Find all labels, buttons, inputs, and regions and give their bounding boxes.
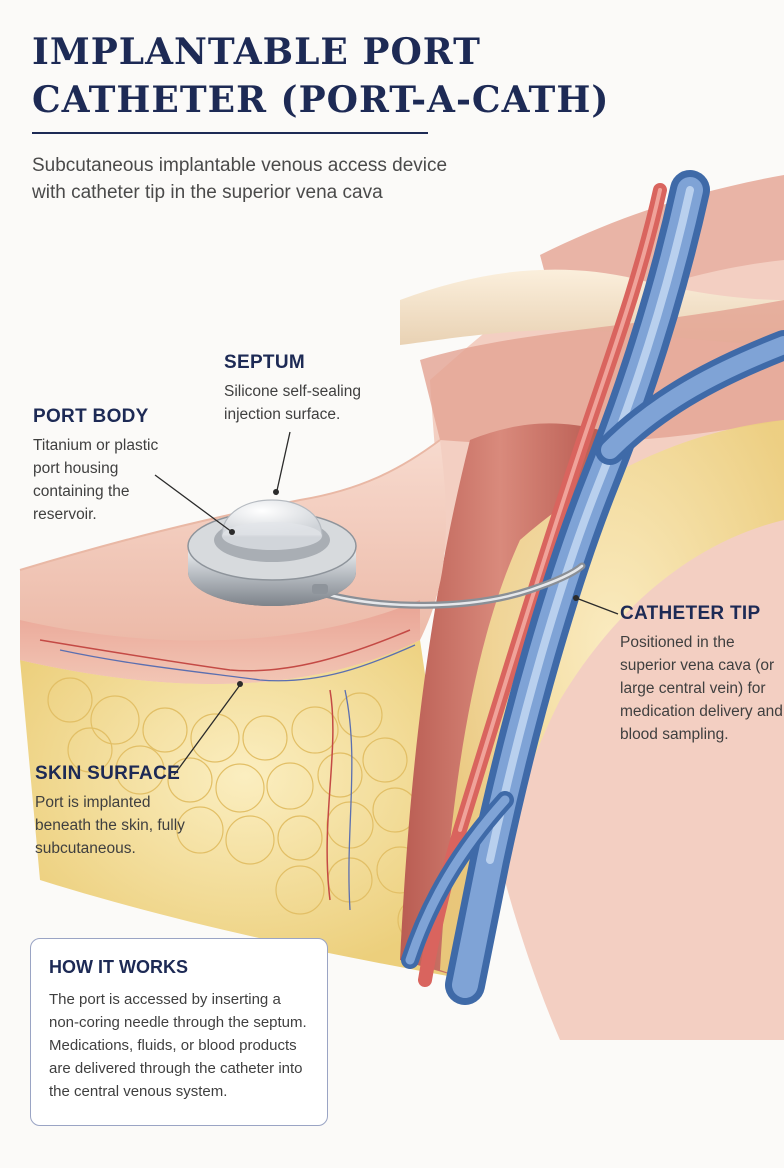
skin-surface-text: Port is implanted beneath the skin, full… xyxy=(35,794,185,857)
how-it-works-heading: HOW IT WORKS xyxy=(49,957,188,977)
septum-marker xyxy=(273,489,279,495)
page-subtitle: Subcutaneous implantable venous access d… xyxy=(32,155,448,203)
leader-lines xyxy=(154,431,619,776)
port-body-label: PORT BODY Titanium or plastic port housi… xyxy=(33,406,183,526)
how-it-works-text: The port is accessed by inserting a non-… xyxy=(49,991,307,1100)
title-divider xyxy=(32,132,428,134)
skin-surface-heading: SKIN SURFACE xyxy=(35,763,181,784)
port-device xyxy=(187,499,357,606)
page-title: IMPLANTABLE PORT CATHETER (PORT-A-CATH) xyxy=(32,31,610,121)
catheter-tip-label: CATHETER TIP Positioned in the superior … xyxy=(620,603,784,746)
port-body-marker xyxy=(229,529,235,535)
skin-surface-marker xyxy=(237,681,243,687)
catheter-tip-heading: CATHETER TIP xyxy=(620,603,761,624)
port-body-heading: PORT BODY xyxy=(33,406,149,427)
catheter-tip-marker xyxy=(573,595,579,601)
catheter-tip-text: Positioned in the superior vena cava (or… xyxy=(620,634,783,743)
port-body-text: Titanium or plastic port housing contain… xyxy=(33,437,159,523)
vena-cava xyxy=(401,170,784,1005)
septum-text: Silicone self-sealing injection surface. xyxy=(224,383,361,423)
septum-label: SEPTUM Silicone self-sealing injection s… xyxy=(224,352,394,426)
septum-heading: SEPTUM xyxy=(224,352,305,373)
how-it-works-box: HOW IT WORKS The port is accessed by ins… xyxy=(30,938,328,1126)
skin-surface-label: SKIN SURFACE Port is implanted beneath t… xyxy=(35,763,195,860)
fat-layer xyxy=(20,640,470,980)
vessel-fat xyxy=(440,420,784,980)
